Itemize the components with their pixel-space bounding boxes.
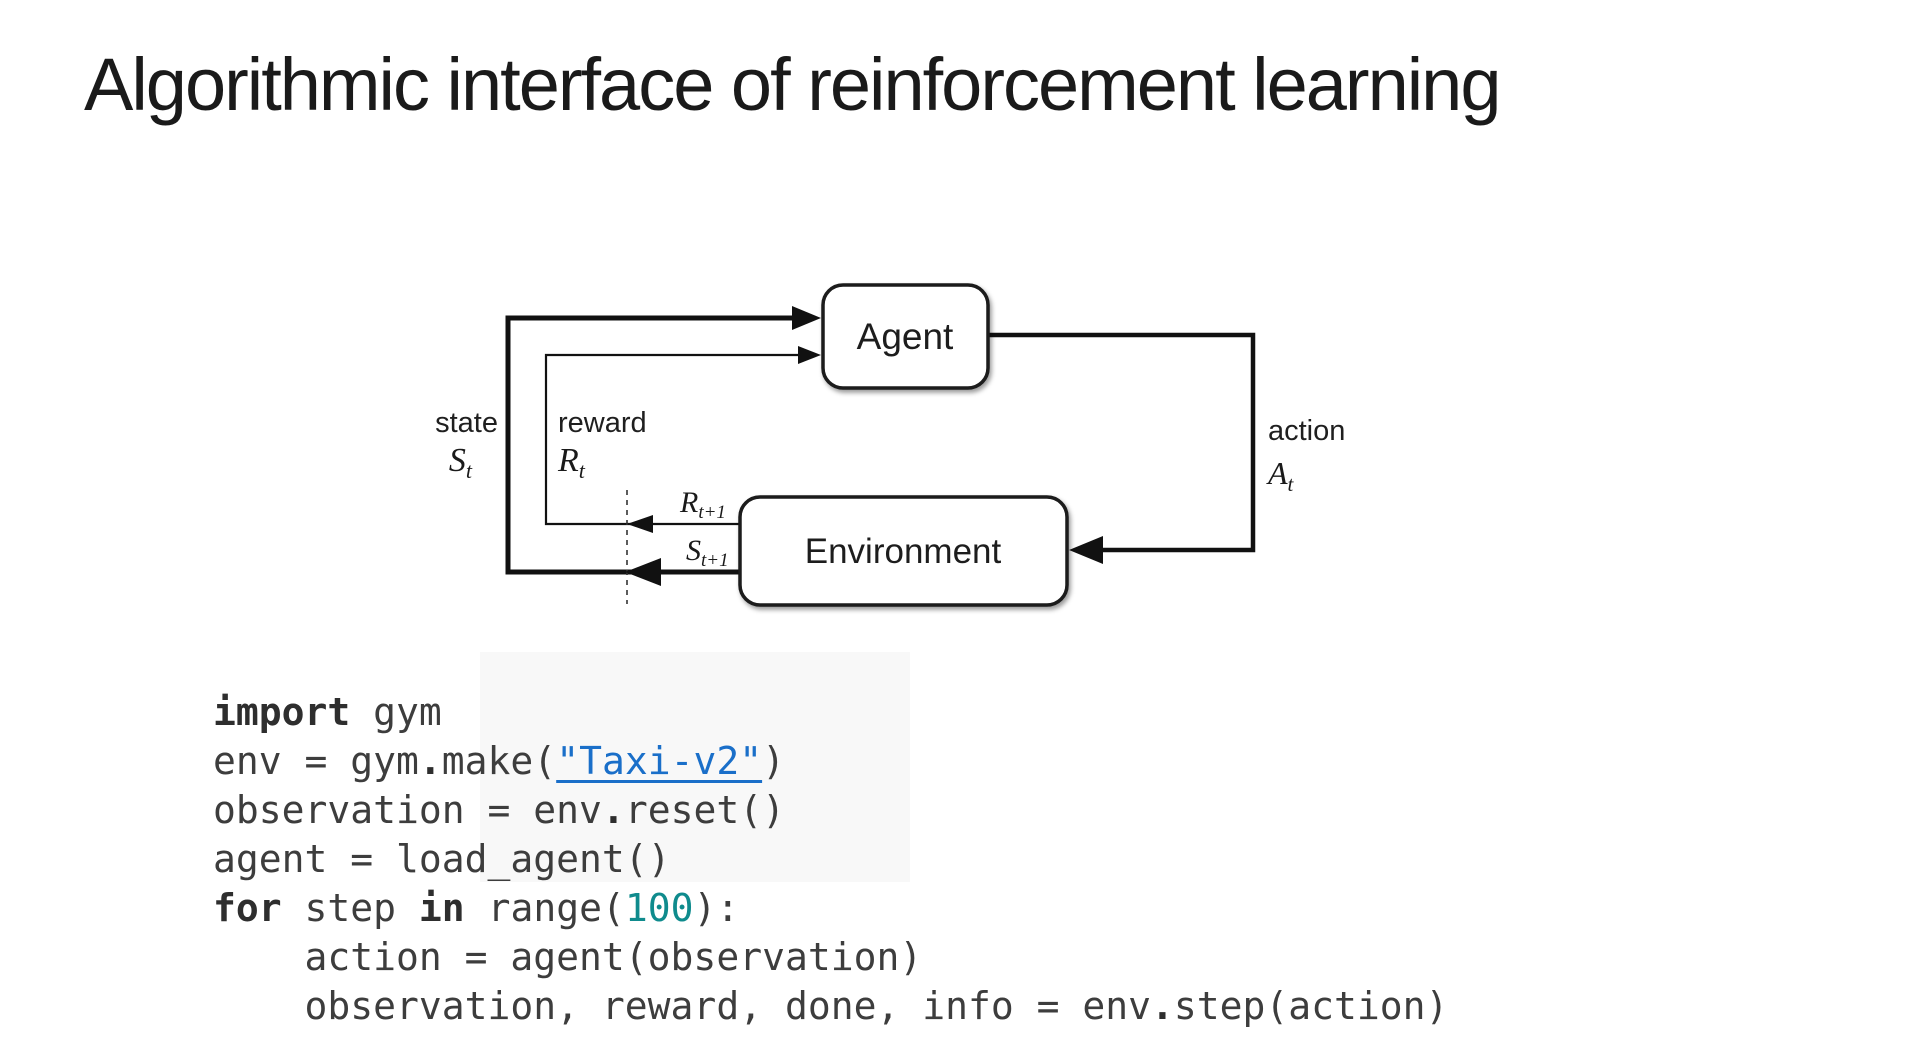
code-token: observation = env <box>213 788 602 832</box>
agent-label: Agent <box>857 316 954 357</box>
state-label: state <box>435 407 498 439</box>
state-symbol: St <box>449 442 473 483</box>
state-loop-line <box>505 315 794 575</box>
code-token: . <box>601 788 625 832</box>
code-token: observation, reward, done, info = env <box>213 984 1152 1028</box>
taxi-v2-link[interactable]: "Taxi-v2" <box>556 739 763 783</box>
code-token: in <box>418 886 465 930</box>
code-token: gym <box>350 690 442 734</box>
code-token: step(action) <box>1173 984 1449 1028</box>
code-token: step <box>281 886 419 930</box>
arrowhead-next-reward <box>627 515 653 533</box>
code-line: import gym <box>213 688 1448 737</box>
code-token: import <box>213 690 351 734</box>
code-token: 100 <box>624 886 694 930</box>
code-token: for <box>213 886 282 930</box>
arrowhead-next-state <box>625 558 661 586</box>
code-token: action = agent(observation) <box>213 935 923 979</box>
code-token: agent = load_agent() <box>213 837 671 881</box>
reward-label: reward <box>558 407 647 439</box>
arrowhead-action-to-environment <box>1069 536 1103 564</box>
code-token: ): <box>693 886 740 930</box>
code-line: observation, reward, done, info = env.st… <box>213 982 1449 1031</box>
code-line: agent = load_agent() <box>213 835 1448 884</box>
environment-label: Environment <box>805 532 1002 571</box>
action-loop-line <box>988 332 1256 553</box>
code-token: ) <box>762 739 785 783</box>
next-reward-symbol: Rt+1 <box>679 486 726 523</box>
code-token: make( <box>441 739 557 783</box>
rl-loop-diagram: Agent Environment state St reward Rt Rt+… <box>435 283 1345 607</box>
code-line: action = agent(observation) <box>213 933 1448 982</box>
code-token: reset() <box>624 788 785 832</box>
agent-box <box>821 283 990 390</box>
code-line: for step in range(100): <box>213 884 1448 933</box>
code-token: . <box>1151 984 1174 1028</box>
action-symbol: At <box>1266 455 1295 496</box>
arrowhead-state-to-agent <box>792 306 821 330</box>
code-token: range( <box>464 886 625 930</box>
next-state-symbol: St+1 <box>686 534 729 571</box>
action-label: action <box>1268 415 1345 447</box>
code-token: env = gym <box>213 739 419 783</box>
code-line: env = gym.make("Taxi-v2") <box>213 737 1448 786</box>
arrowhead-reward-to-agent <box>798 346 821 364</box>
code-token: . <box>418 739 442 783</box>
code-background-patch <box>480 652 910 882</box>
page-title: Algorithmic interface of reinforcement l… <box>84 43 1501 126</box>
environment-box <box>738 495 1069 607</box>
reward-symbol: Rt <box>557 442 586 483</box>
code-line: observation = env.reset() <box>213 786 1448 835</box>
